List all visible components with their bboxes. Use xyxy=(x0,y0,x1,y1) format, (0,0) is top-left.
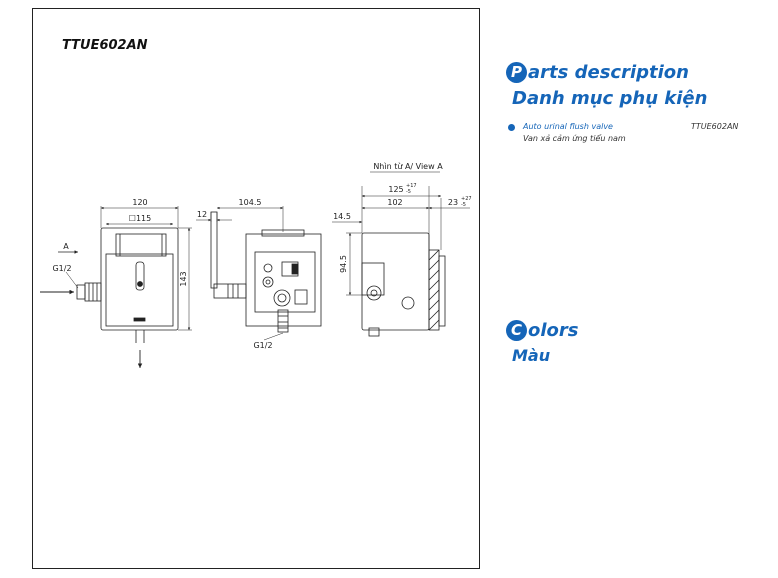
drawing-frame xyxy=(32,8,480,569)
thread-label-bottom: G1/2 xyxy=(253,341,272,350)
front-view xyxy=(40,206,192,368)
part-code: TTUE602AN xyxy=(691,122,739,131)
dim-depth-total-tol-upper: +17 xyxy=(406,183,417,189)
bullet-icon xyxy=(508,124,515,131)
model-title: TTUE602AN xyxy=(62,38,148,53)
colors-heading-text: olors xyxy=(528,320,579,341)
part-name-vi: Van xả cảm ứng tiểu nam xyxy=(523,134,626,143)
dim-height: 143 xyxy=(179,271,188,286)
thread-label-left: G1/2 xyxy=(52,264,71,273)
colors-heading-initial: C xyxy=(506,320,527,341)
dim-side-offset: 14.5 xyxy=(333,212,351,221)
view-arrow-label: A xyxy=(63,242,69,251)
dim-depth-body: 102 xyxy=(387,198,402,207)
colors-subheading: Màu xyxy=(512,346,551,365)
dim-pipe-length: 104.5 xyxy=(239,198,262,207)
rear-view xyxy=(196,206,322,341)
dim-depth-total: 125 xyxy=(388,185,403,194)
parts-heading-initial: P xyxy=(506,62,527,83)
list-item: Auto urinal flush valve Van xả cảm ứng t… xyxy=(508,122,758,148)
parts-heading-text: arts description xyxy=(528,62,689,83)
dim-depth-total-tol-lower: -5 xyxy=(406,189,411,195)
dim-depth-front-tol-upper: +27 xyxy=(461,196,472,202)
dim-pipe-offset: 12 xyxy=(197,210,207,219)
part-name: Auto urinal flush valve xyxy=(523,122,613,131)
view-caption: Nhìn từ A/ View A xyxy=(373,162,443,171)
side-view xyxy=(332,171,470,337)
dim-depth-front-tol-lower: -5 xyxy=(461,202,466,208)
dim-side-height: 94.5 xyxy=(339,255,348,273)
dim-width-inner: ☐115 xyxy=(129,214,151,223)
parts-list: Auto urinal flush valve Van xả cảm ứng t… xyxy=(508,122,758,148)
dim-depth-front: 23 xyxy=(448,198,458,207)
technical-drawing: 120 ☐115 143 A G1/2 12 104.5 xyxy=(40,162,472,368)
parts-subheading: Danh mục phụ kiện xyxy=(512,88,708,109)
dim-width-outer: 120 xyxy=(132,198,147,207)
